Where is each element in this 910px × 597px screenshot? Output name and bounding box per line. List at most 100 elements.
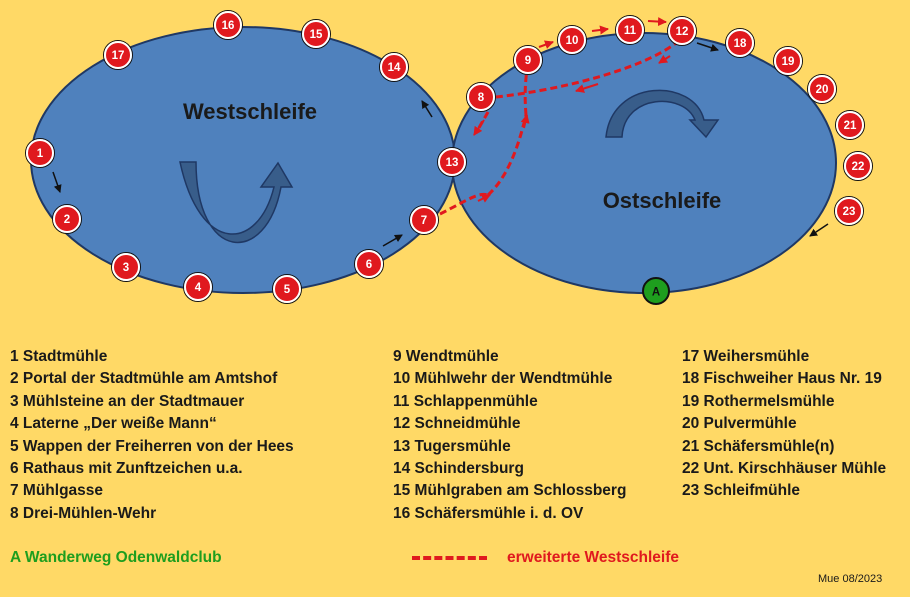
station-ring — [667, 16, 697, 46]
station-ring — [183, 272, 213, 302]
station-number: 1 — [37, 148, 44, 160]
station-ring — [834, 196, 864, 226]
legend-entry: 8 Drei-Mühlen-Wehr — [10, 504, 157, 522]
station-ring — [103, 40, 133, 70]
station-ring — [379, 52, 409, 82]
station-circle — [668, 17, 696, 45]
station-number: 20 — [816, 84, 829, 96]
legend-entry: 12 Schneidmühle — [393, 415, 521, 433]
legend-entry: 15 Mühlgraben am Schlossberg — [393, 482, 627, 500]
legend-entry: 2 Portal der Stadtmühle am Amtshof — [10, 370, 278, 388]
station-number: 10 — [566, 35, 579, 47]
station-marker-14: 14 — [379, 52, 409, 82]
station-number: 6 — [366, 259, 372, 271]
station-marker-17: 17 — [103, 40, 133, 70]
station-ring — [557, 25, 587, 55]
station-number: 5 — [284, 284, 291, 296]
station-marker-20: 20 — [807, 74, 837, 104]
legend-entry: 21 Schäfersmühle(n) — [682, 437, 835, 455]
station-circle — [104, 41, 132, 69]
legend-entry: 7 Mühlgasse — [10, 482, 104, 500]
station-marker-15: 15 — [301, 19, 331, 49]
station-ring — [466, 82, 496, 112]
station-number: 22 — [852, 161, 865, 173]
legend-entry: 16 Schäfersmühle i. d. OV — [393, 504, 584, 522]
legend-entry: 13 Tugersmühle — [393, 437, 511, 455]
station-marker-11: 11 — [615, 15, 645, 45]
station-number: 12 — [676, 26, 689, 38]
station-marker-13: 13 — [437, 147, 467, 177]
station-circle — [558, 26, 586, 54]
legend-entry: 19 Rothermelsmühle — [682, 392, 835, 410]
station-ring — [52, 204, 82, 234]
legend-column-2: 9 Wendtmühle 10 Mühlwehr der Wendtmühle 11… — [393, 346, 626, 525]
station-circle — [214, 11, 242, 39]
station-circle — [184, 273, 212, 301]
station-ring — [615, 15, 645, 45]
station-marker-3: 3 — [111, 252, 141, 282]
station-circle — [467, 83, 495, 111]
station-number: 4 — [195, 282, 202, 294]
trail-marker-label: A — [652, 287, 660, 299]
direction-arrows — [52, 42, 829, 247]
station-ring — [25, 138, 55, 168]
station-number: 9 — [525, 55, 531, 67]
station-circle — [355, 250, 383, 278]
legend-entry: 20 Pulvermühle — [682, 415, 797, 433]
station-number: 17 — [112, 50, 125, 62]
station-ring — [409, 205, 439, 235]
legend-entry: 11 Schlappenmühle — [393, 392, 538, 410]
station-number: 15 — [310, 29, 323, 41]
legend-entry: 5 Wappen der Freiherren von der Hees — [10, 437, 294, 455]
east-loop-label: Ostschleife — [603, 188, 722, 213]
station-number: 8 — [478, 92, 485, 104]
legend-entry: 22 Unt. Kirschhäuser Mühle — [682, 460, 887, 478]
station-marker-9: 9 — [513, 45, 543, 75]
station-marker-19: 19 — [773, 46, 803, 76]
legend-entry: 9 Wendtmühle — [393, 348, 499, 365]
legend-trail-a: A Wanderweg Odenwaldclub — [10, 549, 222, 566]
station-circle — [835, 197, 863, 225]
station-ring — [111, 252, 141, 282]
station-circle — [616, 16, 644, 44]
station-circle — [410, 206, 438, 234]
station-ring — [773, 46, 803, 76]
station-ring — [843, 151, 873, 181]
station-marker-23: 23 — [834, 196, 864, 226]
station-number: 14 — [388, 62, 401, 74]
station-ring — [272, 274, 302, 304]
station-circle — [302, 20, 330, 48]
station-number: 7 — [421, 215, 427, 227]
station-marker-4: 4 — [183, 272, 213, 302]
station-marker-8: 8 — [466, 82, 496, 112]
station-number: 21 — [844, 120, 857, 132]
station-number: 16 — [222, 20, 235, 32]
station-circle — [726, 29, 754, 57]
station-number: 11 — [624, 25, 637, 37]
station-marker-22: 22 — [843, 151, 873, 181]
station-ring — [354, 249, 384, 279]
legend-entry: 10 Mühlwehr der Wendtmühle — [393, 370, 613, 388]
legend-entry: 1 Stadtmühle — [10, 348, 108, 365]
station-ring — [213, 10, 243, 40]
station-circle — [438, 148, 466, 176]
legend-entry: 4 Laterne „Der weiße Mann“ — [10, 415, 217, 433]
credit-text: Mue 08/2023 — [818, 573, 883, 585]
station-marker-10: 10 — [557, 25, 587, 55]
station-ring — [725, 28, 755, 58]
station-number: 3 — [123, 262, 129, 274]
station-ring — [513, 45, 543, 75]
legend-entry: 6 Rathaus mit Zunftzeichen u.a. — [10, 460, 243, 478]
legend-entry: 14 Schindersburg — [393, 460, 524, 478]
station-marker-1: 1 — [25, 138, 55, 168]
station-number: 23 — [843, 206, 856, 218]
station-marker-6: 6 — [354, 249, 384, 279]
station-circle — [112, 253, 140, 281]
legend-entry: 3 Mühlsteine an der Stadtmauer — [10, 392, 245, 410]
extended-route-arrows — [473, 17, 671, 203]
u-turn-arrow-icon — [179, 161, 294, 244]
west-loop-label: Westschleife — [183, 99, 317, 124]
